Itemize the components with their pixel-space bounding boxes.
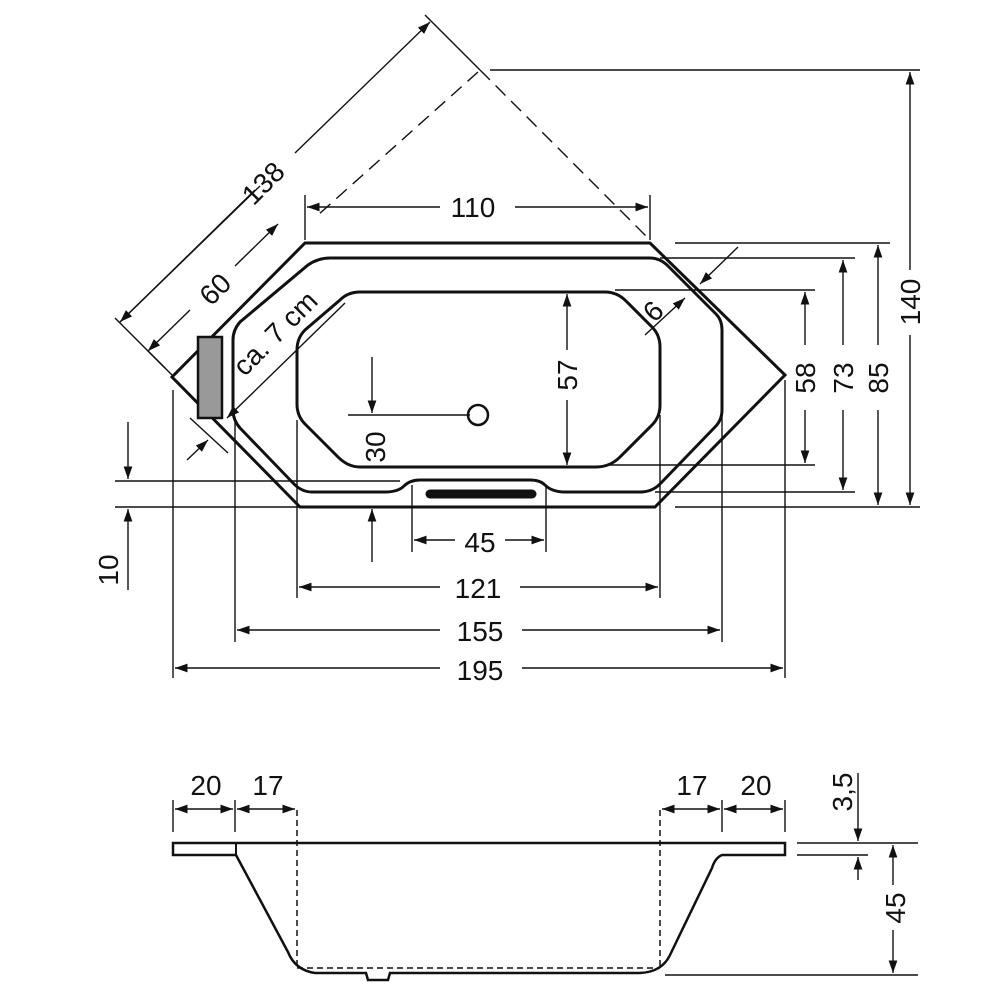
basin — [295, 290, 662, 469]
side-dim-right-rim: 20 — [740, 770, 771, 801]
outer-rim — [169, 241, 788, 509]
dim-140: 140 — [895, 279, 926, 326]
inner-contour — [231, 256, 724, 494]
dim-110: 110 — [451, 192, 496, 223]
side-dim-rim-thickness: 3,5 — [827, 773, 858, 812]
dim-195: 195 — [457, 655, 504, 686]
dim-85: 85 — [863, 362, 894, 393]
dim-6: 6 — [637, 295, 670, 328]
dim-73: 73 — [828, 362, 859, 393]
tub-profile — [171, 841, 787, 982]
side-dim-left-rim: 20 — [190, 770, 221, 801]
side-view: 20 17 17 20 3,5 45 — [171, 770, 918, 982]
control-panel — [196, 335, 224, 420]
dim-58: 58 — [790, 362, 821, 393]
dim-30: 30 — [360, 431, 391, 462]
dim-45-slot: 45 — [464, 527, 495, 558]
dim-155: 155 — [457, 616, 504, 647]
dim-121: 121 — [455, 573, 502, 604]
dim-57: 57 — [552, 359, 583, 390]
dim-60: 60 — [193, 267, 237, 311]
side-dim-left-slope: 17 — [252, 770, 283, 801]
drain-icon — [466, 403, 490, 427]
side-dim-right-slope: 17 — [676, 770, 707, 801]
dim-ca-7-cm: ca. 7 cm — [227, 285, 324, 382]
dim-10: 10 — [93, 554, 124, 585]
side-dim-depth: 45 — [880, 892, 911, 923]
top-view: 138 60 ca. 7 cm 110 6 57 30 — [93, 14, 926, 686]
dim-138: 138 — [236, 156, 291, 211]
